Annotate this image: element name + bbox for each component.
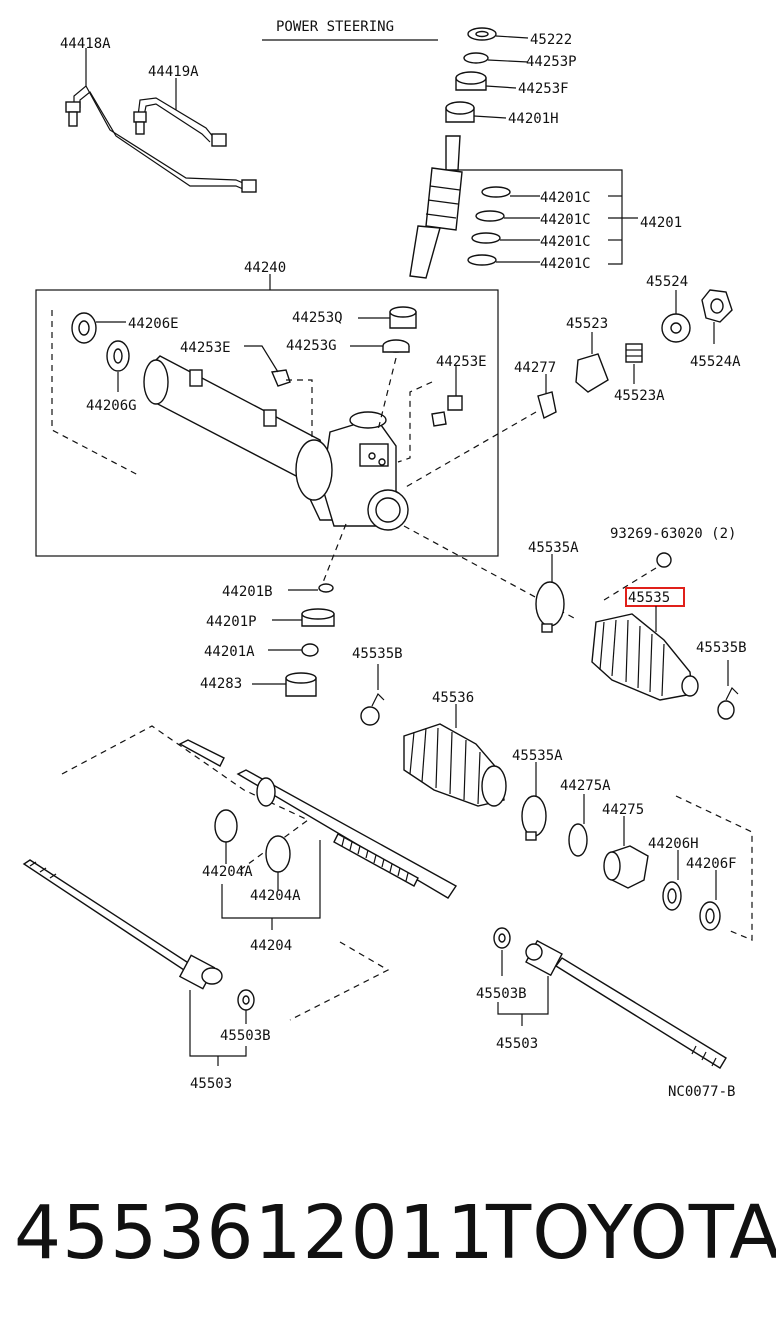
tie-rod-right — [525, 939, 727, 1069]
pressure-tube-44419A — [133, 97, 227, 147]
footer: 4553612011 TOYOTA — [0, 1180, 776, 1290]
clip-45535B-left — [360, 692, 385, 726]
label-45503B: 45503B — [220, 1028, 271, 1044]
label-45535A: 45535A — [512, 748, 563, 764]
part-number: 4553612011 — [14, 1190, 495, 1276]
oil-seal-44206G — [106, 340, 130, 372]
union-44253E-left — [270, 369, 291, 387]
snap-ring-44253P — [463, 52, 489, 64]
label-44283: 44283 — [200, 676, 242, 692]
highlight-box — [625, 587, 685, 607]
label-45524A: 45524A — [690, 354, 741, 370]
ring-44253G — [382, 339, 410, 353]
steering-rack — [178, 739, 458, 899]
adjusting-screw-45524 — [661, 313, 691, 343]
label-44201H: 44201H — [508, 111, 559, 127]
label-45535A: 45535A — [528, 540, 579, 556]
clip-45535B-right — [717, 686, 739, 720]
gear-housing — [143, 355, 409, 531]
seal-44201A — [301, 643, 319, 657]
label-44275: 44275 — [602, 802, 644, 818]
label-45535B: 45535B — [352, 646, 403, 662]
seal-ring-44204A-left — [214, 809, 238, 843]
label-44253G: 44253G — [286, 338, 337, 354]
label-44418A: 44418A — [60, 36, 111, 52]
label-44201A: 44201A — [204, 644, 255, 660]
lock-nut-45524A — [701, 289, 733, 323]
oil-seal-44206H — [662, 881, 682, 911]
label-45503: 45503 — [496, 1036, 538, 1052]
label-44253F: 44253F — [518, 81, 569, 97]
label-44253P: 44253P — [526, 54, 577, 70]
seal-44201B — [318, 583, 334, 593]
label-44419A: 44419A — [148, 64, 199, 80]
label-44277: 44277 — [514, 360, 556, 376]
ring-44201P — [301, 608, 335, 627]
oil-seal-44206E — [71, 312, 97, 344]
union-44253E-right — [431, 395, 463, 427]
washer-45503B-left — [237, 989, 255, 1011]
label-44275A: 44275A — [560, 778, 611, 794]
label-44204A: 44204A — [250, 888, 301, 904]
pinion-valve-shaft — [409, 135, 463, 279]
label-44201P: 44201P — [206, 614, 257, 630]
label-44201C: 44201C — [540, 234, 591, 250]
diagram-code: NC0077-B — [668, 1084, 735, 1100]
seal-rings-44201C — [467, 186, 511, 266]
washer-45503B-right — [493, 927, 511, 949]
diagram-title: POWER STEERING — [276, 19, 394, 35]
label-45523: 45523 — [566, 316, 608, 332]
label-45523A: 45523A — [614, 388, 665, 404]
boot-45535 — [591, 613, 699, 701]
label-44253E: 44253E — [436, 354, 487, 370]
pressure-tube-44418A — [65, 85, 257, 193]
label-44240: 44240 — [244, 260, 286, 276]
label-44206F: 44206F — [686, 856, 737, 872]
label-45503B: 45503B — [476, 986, 527, 1002]
spring-cap-44277 — [537, 391, 557, 420]
label-44206E: 44206E — [128, 316, 179, 332]
brand-name: TOYOTA — [486, 1190, 776, 1276]
label-45536: 45536 — [432, 690, 474, 706]
label-45535: 45535 — [628, 590, 670, 606]
washer-45222 — [467, 27, 497, 41]
label-44201B: 44201B — [222, 584, 273, 600]
clip-93269-63020 — [656, 552, 672, 568]
label-45535B: 45535B — [696, 640, 747, 656]
label-44204A: 44204A — [202, 864, 253, 880]
label-44206G: 44206G — [86, 398, 137, 414]
clamp-45535A-upper — [535, 581, 565, 633]
gear-housing-frame — [35, 289, 499, 557]
spring-45523A — [625, 343, 643, 363]
plug-44283 — [285, 672, 317, 697]
oil-seal-44206F — [699, 901, 721, 931]
seal-44201H — [445, 101, 475, 123]
label-44253E: 44253E — [180, 340, 231, 356]
clamp-45535A-lower — [521, 795, 547, 841]
label-45503: 45503 — [190, 1076, 232, 1092]
parts-diagram: POWER STEERING 44418A 44419A 45222 44253… — [22, 19, 753, 1100]
rack-bushing-44275 — [603, 845, 649, 889]
label-93269-63020: 93269-63020 (2) — [610, 526, 736, 542]
bearing-44253F — [455, 71, 487, 91]
tie-rod-left — [22, 859, 223, 990]
label-45524: 45524 — [646, 274, 688, 290]
rack-guide-45523 — [575, 353, 609, 393]
label-44253Q: 44253Q — [292, 310, 343, 326]
bushing-44253Q — [389, 306, 417, 329]
snap-ring-44275A — [568, 823, 588, 857]
label-44201C: 44201C — [540, 256, 591, 272]
label-44206H: 44206H — [648, 836, 699, 852]
seal-ring-44204A-right — [265, 835, 291, 873]
label-45222: 45222 — [530, 32, 572, 48]
label-44201C: 44201C — [540, 212, 591, 228]
label-44201: 44201 — [640, 215, 682, 231]
label-44201C: 44201C — [540, 190, 591, 206]
boot-45536 — [403, 723, 507, 807]
label-44204: 44204 — [250, 938, 292, 954]
